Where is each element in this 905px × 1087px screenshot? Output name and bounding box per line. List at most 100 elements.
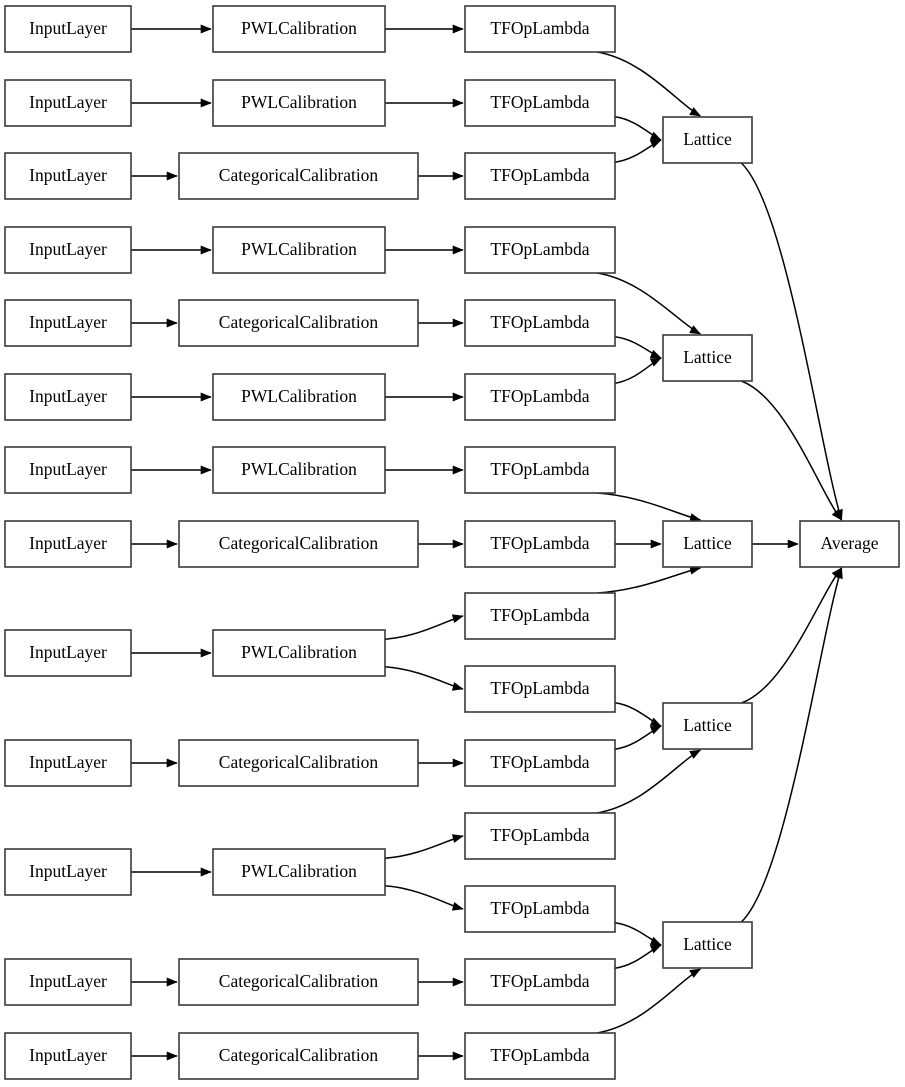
node-box[interactable] [4,446,132,494]
node-box[interactable] [464,520,616,568]
node-lattice-lat4[interactable]: Lattice [662,702,753,750]
node-box[interactable] [662,702,753,750]
node-box[interactable] [212,446,386,494]
node-inputlayer-in11[interactable]: InputLayer [4,848,132,896]
node-box[interactable] [4,152,132,200]
node-inputlayer-in9[interactable]: InputLayer [4,629,132,677]
node-lattice-lat2[interactable]: Lattice [662,334,753,382]
node-box[interactable] [662,921,753,969]
node-box[interactable] [464,373,616,421]
node-tfoplambda-op5[interactable]: TFOpLambda [464,299,616,347]
node-box[interactable] [4,848,132,896]
node-tfoplambda-op11[interactable]: TFOpLambda [464,739,616,787]
node-tfoplambda-op10[interactable]: TFOpLambda [464,665,616,713]
node-box[interactable] [464,1032,616,1080]
node-lattice-lat1[interactable]: Lattice [662,116,753,164]
node-box[interactable] [178,1032,419,1080]
node-box[interactable] [4,958,132,1006]
node-inputlayer-in6[interactable]: InputLayer [4,373,132,421]
node-categoricalcalibration-cal8[interactable]: CategoricalCalibration [178,520,419,568]
node-tfoplambda-op7[interactable]: TFOpLambda [464,446,616,494]
node-box[interactable] [662,334,753,382]
node-inputlayer-in7[interactable]: InputLayer [4,446,132,494]
node-categoricalcalibration-cal3[interactable]: CategoricalCalibration [178,152,419,200]
node-inputlayer-in1[interactable]: InputLayer [4,5,132,53]
node-box[interactable] [464,739,616,787]
node-pwlcalibration-cal7[interactable]: PWLCalibration [212,446,386,494]
node-tfoplambda-op14[interactable]: TFOpLambda [464,958,616,1006]
node-box[interactable] [212,629,386,677]
node-box[interactable] [464,885,616,933]
node-box[interactable] [464,812,616,860]
node-tfoplambda-op9[interactable]: TFOpLambda [464,592,616,640]
node-box[interactable] [464,299,616,347]
node-box[interactable] [178,520,419,568]
node-lattice-lat5[interactable]: Lattice [662,921,753,969]
node-box[interactable] [464,5,616,53]
node-box[interactable] [464,446,616,494]
node-tfoplambda-op4[interactable]: TFOpLambda [464,226,616,274]
node-box[interactable] [4,629,132,677]
node-box[interactable] [662,116,753,164]
node-box[interactable] [178,739,419,787]
node-box[interactable] [4,79,132,127]
node-box[interactable] [464,152,616,200]
node-box[interactable] [4,373,132,421]
node-pwlcalibration-cal2[interactable]: PWLCalibration [212,79,386,127]
node-lattice-lat3[interactable]: Lattice [662,520,753,568]
node-inputlayer-in12[interactable]: InputLayer [4,958,132,1006]
node-categoricalcalibration-cal12[interactable]: CategoricalCalibration [178,958,419,1006]
node-inputlayer-in13[interactable]: InputLayer [4,1032,132,1080]
node-box[interactable] [4,520,132,568]
node-box[interactable] [178,958,419,1006]
node-box[interactable] [212,5,386,53]
node-box[interactable] [4,739,132,787]
node-tfoplambda-op15[interactable]: TFOpLambda [464,1032,616,1080]
node-inputlayer-in2[interactable]: InputLayer [4,79,132,127]
node-categoricalcalibration-cal5[interactable]: CategoricalCalibration [178,299,419,347]
node-inputlayer-in4[interactable]: InputLayer [4,226,132,274]
node-box[interactable] [212,79,386,127]
node-inputlayer-in5[interactable]: InputLayer [4,299,132,347]
node-inputlayer-in10[interactable]: InputLayer [4,739,132,787]
node-categoricalcalibration-cal10[interactable]: CategoricalCalibration [178,739,419,787]
node-box[interactable] [464,79,616,127]
node-tfoplambda-op8[interactable]: TFOpLambda [464,520,616,568]
node-pwlcalibration-cal1[interactable]: PWLCalibration [212,5,386,53]
node-box[interactable] [4,1032,132,1080]
node-box[interactable] [464,958,616,1006]
node-box[interactable] [464,592,616,640]
node-box[interactable] [4,5,132,53]
node-categoricalcalibration-cal13[interactable]: CategoricalCalibration [178,1032,419,1080]
edge-arrowhead [451,902,464,911]
node-tfoplambda-op12[interactable]: TFOpLambda [464,812,616,860]
node-box[interactable] [662,520,753,568]
edge-categoricalcalibration-to-tfoplambda [418,977,464,987]
node-box[interactable] [464,226,616,274]
node-box[interactable] [212,226,386,274]
node-box[interactable] [4,226,132,274]
node-label: TFOpLambda [490,165,589,185]
node-box[interactable] [4,299,132,347]
node-tfoplambda-op1[interactable]: TFOpLambda [464,5,616,53]
node-box[interactable] [178,299,419,347]
node-box[interactable] [464,665,616,713]
node-pwlcalibration-cal6[interactable]: PWLCalibration [212,373,386,421]
node-tfoplambda-op13[interactable]: TFOpLambda [464,885,616,933]
node-pwlcalibration-cal9[interactable]: PWLCalibration [212,629,386,677]
node-inputlayer-in3[interactable]: InputLayer [4,152,132,200]
node-inputlayer-in8[interactable]: InputLayer [4,520,132,568]
node-box[interactable] [212,373,386,421]
node-average-avg[interactable]: Average [799,520,900,568]
node-tfoplambda-op2[interactable]: TFOpLambda [464,79,616,127]
node-pwlcalibration-cal11[interactable]: PWLCalibration [212,848,386,896]
node-box[interactable] [212,848,386,896]
node-box[interactable] [799,520,900,568]
node-tfoplambda-op3[interactable]: TFOpLambda [464,152,616,200]
node-label: Lattice [683,533,732,553]
node-box[interactable] [178,152,419,200]
node-tfoplambda-op6[interactable]: TFOpLambda [464,373,616,421]
node-pwlcalibration-cal4[interactable]: PWLCalibration [212,226,386,274]
edge-categoricalcalibration-to-tfoplambda [418,318,464,328]
edge-arrowhead [452,245,464,255]
